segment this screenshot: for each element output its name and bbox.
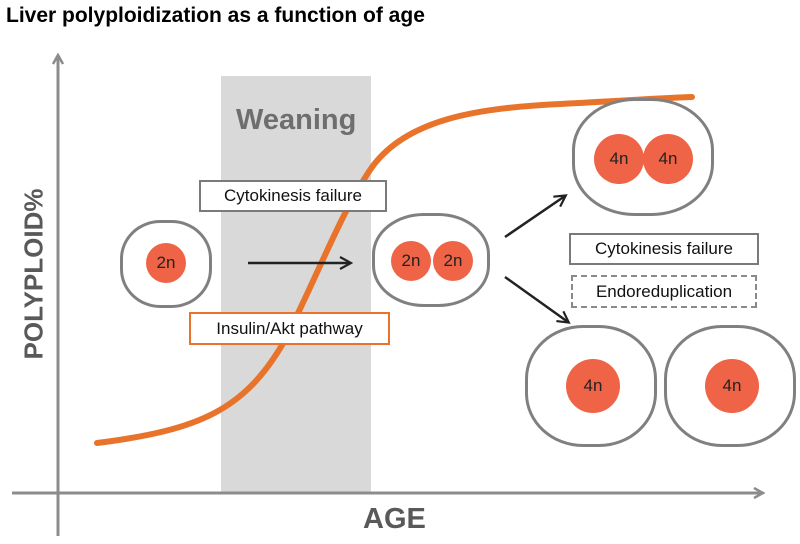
y-axis-label: POLYPLOID% [18,188,49,360]
insulin-akt-pathway-box: Insulin/Akt pathway [189,312,390,345]
tetraploid-mononuclear-cell: 4n [525,325,657,447]
diploid-cell: 2n [120,220,212,308]
endoreduplication-box: Endoreduplication [571,275,757,308]
cytokinesis-failure-box-2: Cytokinesis failure [569,233,759,265]
arrow-to-tetraploid-binuclear [504,196,565,239]
binuclear-cell: 2n 2n [372,213,490,307]
tetraploid-binuclear-cell: 4n 4n [572,98,714,216]
tetraploid-mononuclear-nucleus: 4n [566,359,620,413]
cytokinesis-failure-box: Cytokinesis failure [199,180,387,212]
x-axis-label: AGE [363,503,426,535]
tetraploid-mononuclear-nucleus: 4n [705,359,759,413]
arrow-to-tetraploid-mononuclear [504,275,568,322]
weaning-label: Weaning [236,104,357,136]
weaning-band [221,76,371,494]
binuclear-nucleus-left: 2n [391,241,431,281]
binuclear-nucleus-right: 2n [433,241,473,281]
tetraploid-binuclear-nucleus-right: 4n [643,134,693,184]
tetraploid-binuclear-nucleus-left: 4n [594,134,644,184]
diagram-title: Liver polyploidization as a function of … [6,4,425,27]
polyploidy-curve [94,94,695,446]
tetraploid-mononuclear-cell: 4n [664,325,796,447]
diploid-nucleus: 2n [146,243,186,283]
